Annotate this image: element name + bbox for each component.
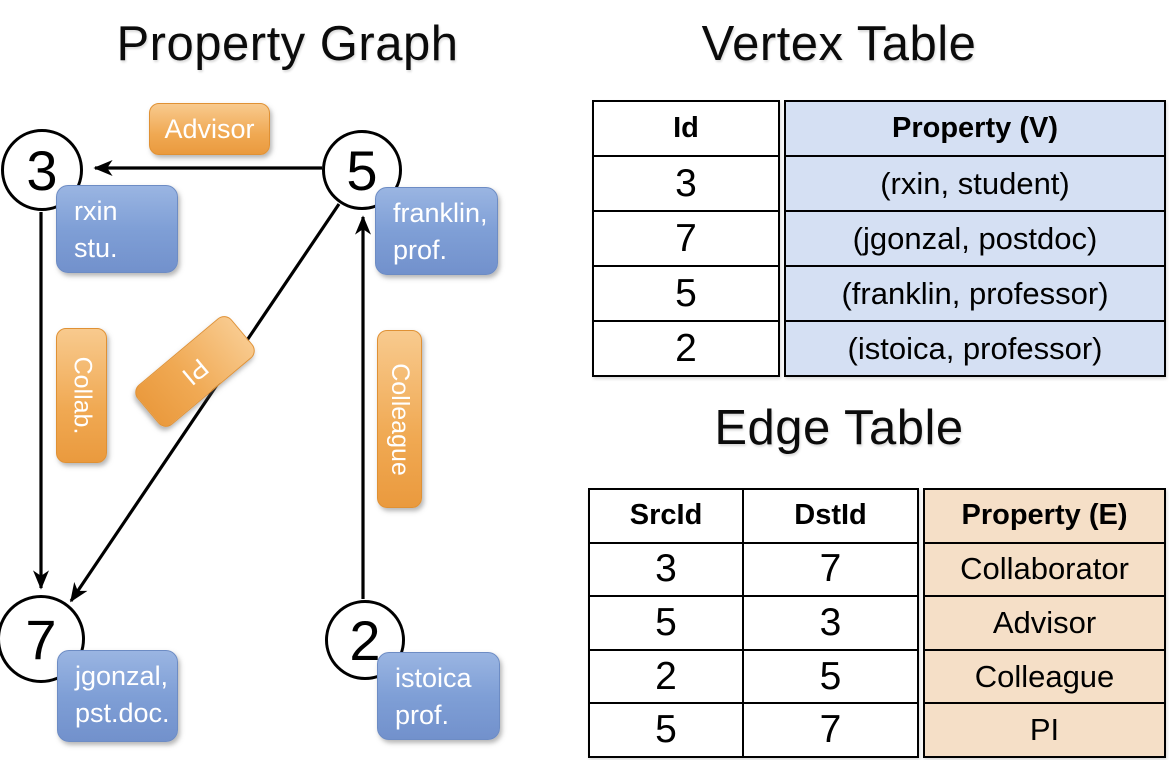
- vertex-table-property-cell: (jgonzal, postdoc): [852, 220, 1098, 256]
- edge-table-title: Edge Table: [714, 401, 964, 455]
- vertex-property-box-7-line1: jgonzal,: [75, 661, 169, 691]
- vertex-property-box-3: rxin stu.: [56, 185, 178, 273]
- table-row: 3: [594, 155, 778, 210]
- table-row: Collaborator: [925, 541, 1164, 596]
- vertex-table-id-header: Id: [673, 112, 699, 144]
- table-row: 5 7: [590, 702, 917, 756]
- edge-table-dstid-cell: 3: [742, 597, 917, 649]
- table-row: SrcId DstId: [590, 490, 917, 542]
- table-row: (rxin, student): [786, 155, 1164, 210]
- edge-label-collab: Collab.: [56, 328, 107, 463]
- edge-table-property-cell: Collaborator: [960, 551, 1129, 587]
- table-row: (franklin, professor): [786, 265, 1164, 320]
- table-row: 5: [594, 265, 778, 320]
- property-graph-title: Property Graph: [116, 17, 459, 71]
- table-row: 3 7: [590, 541, 917, 596]
- edge-label-advisor-text: Advisor: [164, 113, 255, 144]
- table-row: Id: [594, 102, 778, 155]
- edge-table-dstid-cell: 5: [742, 650, 917, 703]
- table-row: Property (V): [786, 102, 1164, 155]
- vertex-table-property-cell: (rxin, student): [880, 165, 1070, 201]
- edge-table-srcid-cell: 5: [590, 597, 742, 649]
- vertex-table-id-cell: 7: [675, 216, 697, 260]
- table-row: (jgonzal, postdoc): [786, 210, 1164, 265]
- edge-table-dstid-value: 5: [819, 654, 842, 698]
- vertex-table-property-column: Property (V) (rxin, student) (jgonzal, p…: [784, 100, 1166, 377]
- edge-table-property-header: Property (E): [961, 499, 1128, 532]
- table-row: 7: [594, 210, 778, 265]
- edge-table-property-cell: Colleague: [974, 658, 1115, 694]
- edge-label-collab-text: Collab.: [68, 356, 97, 435]
- table-row: Property (E): [925, 490, 1164, 542]
- edge-label-pi: PI: [131, 312, 259, 431]
- vertex-property-box-5-line1: franklin,: [393, 198, 488, 228]
- vertex-node-5-label: 5: [346, 138, 378, 202]
- edge-table-dstid-header-cell: DstId: [742, 490, 917, 542]
- table-row: Advisor: [925, 595, 1164, 649]
- edge-table-dstid-value: 7: [819, 547, 842, 591]
- vertex-property-box-2-line1: istoica: [395, 663, 472, 693]
- vertex-property-box-5: franklin, prof.: [375, 187, 498, 275]
- edge-table-dstid-cell: 7: [742, 543, 917, 596]
- edge-table-srcid-header-cell: SrcId: [590, 490, 742, 542]
- vertex-node-3-label: 3: [26, 138, 58, 202]
- table-row: 2: [594, 320, 778, 375]
- vertex-table-property-header: Property (V): [892, 112, 1058, 144]
- edge-table-srcid-value: 3: [655, 547, 677, 591]
- vertex-property-box-7-line2: pst.doc.: [75, 698, 170, 729]
- edge-label-advisor: Advisor: [149, 103, 270, 155]
- vertex-property-box-3-line2: stu.: [74, 233, 118, 264]
- vertex-property-box-2: istoica prof.: [377, 652, 500, 740]
- edge-table-dstid-value: 3: [819, 600, 842, 644]
- vertex-property-box-2-line2: prof.: [395, 700, 450, 731]
- edge-table-srcid-header: SrcId: [629, 499, 703, 532]
- edge-table-id-columns: SrcId DstId 3 7 5 3 2: [588, 488, 919, 758]
- edge-table-srcid-value: 5: [655, 600, 677, 644]
- edge-table-property-cell: Advisor: [992, 604, 1097, 640]
- vertex-property-box-5-line2: prof.: [393, 235, 448, 266]
- edge-table-dstid-header: DstId: [794, 499, 867, 532]
- vertex-property-box-3-line1: rxin: [74, 196, 118, 226]
- vertex-property-box-7: jgonzal, pst.doc.: [57, 650, 178, 742]
- vertex-node-3: 3: [1, 129, 83, 211]
- edge-table-srcid-cell: 5: [590, 704, 742, 756]
- vertex-table-id-column: Id 3 7 5 2: [592, 100, 780, 377]
- vertex-node-2-label: 2: [349, 608, 381, 672]
- table-row: PI: [925, 702, 1164, 756]
- table-row: (istoica, professor): [786, 320, 1164, 375]
- vertex-table-property-cell: (franklin, professor): [841, 275, 1109, 311]
- edge-label-colleague-text: Colleague: [386, 362, 414, 476]
- edge-table-property-column: Property (E) Collaborator Advisor Collea…: [923, 488, 1166, 758]
- edge-table-srcid-value: 2: [655, 654, 677, 698]
- vertex-table-property-cell: (istoica, professor): [847, 330, 1103, 366]
- table-row: 2 5: [590, 648, 917, 703]
- edge-table-srcid-value: 5: [655, 708, 677, 752]
- edge-table-srcid-cell: 3: [590, 544, 742, 596]
- edge-table-dstid-cell: 7: [742, 704, 917, 756]
- edge-label-pi-text: PI: [176, 352, 215, 392]
- table-row: 5 3: [590, 595, 917, 649]
- edge-table-srcid-cell: 2: [590, 651, 742, 703]
- vertex-node-7-label: 7: [25, 607, 57, 671]
- vertex-table-id-cell: 3: [675, 161, 697, 205]
- vertex-table-title: Vertex Table: [701, 17, 977, 71]
- table-row: Colleague: [925, 648, 1164, 703]
- edge-label-colleague: Colleague: [377, 330, 422, 508]
- edge-table-property-cell: PI: [1029, 712, 1060, 748]
- vertex-table-id-cell: 2: [675, 326, 697, 370]
- edge-table-dstid-value: 7: [819, 708, 842, 752]
- vertex-table-id-cell: 5: [675, 271, 697, 315]
